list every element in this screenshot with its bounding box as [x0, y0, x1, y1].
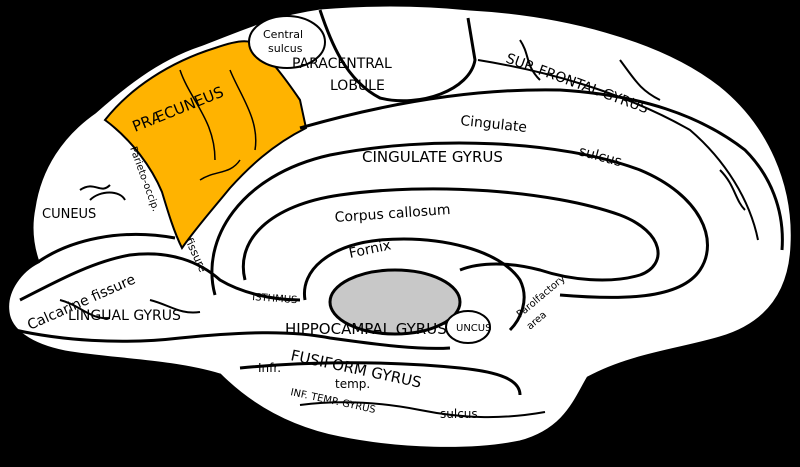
paracentral-label-2: LOBULE — [330, 78, 385, 94]
lingual-gyrus-label: LINGUAL GYRUS — [68, 308, 181, 324]
lingual-lower-line — [14, 328, 451, 350]
cingulate-sulcus-label-1: Cingulate — [460, 113, 528, 136]
central-sulcus-label-2: sulcus — [268, 42, 303, 55]
sulcus-bottom-label: sulcus — [440, 407, 478, 421]
uncus-label: UNCUS — [456, 323, 491, 334]
paracentral-label-1: PARACENTRAL — [292, 56, 392, 72]
calcarine-fissure-line — [19, 252, 301, 302]
precuneus-sulci — [179, 69, 257, 181]
uncus-region — [445, 310, 491, 344]
frontal-sulci — [519, 39, 746, 211]
cingulate-gyrus-outline — [210, 141, 709, 299]
infr-label: Infr. — [258, 361, 281, 375]
cuneus-boundary — [37, 232, 176, 264]
isthmus-label: ISTHMUS — [252, 292, 298, 306]
thalamus-region — [328, 268, 462, 336]
fornix-outline — [302, 237, 526, 332]
central-sulcus-label-1: Central — [263, 28, 303, 41]
corpus-callosum-outline — [241, 187, 660, 282]
central-sulcus-region — [248, 15, 326, 69]
hippocampal-gyrus-label: HIPPOCAMPAL GYRUS — [285, 320, 447, 338]
temp-label: temp. — [335, 377, 370, 391]
paracentral-boundary — [318, 9, 477, 103]
cingulate-gyrus-label: CINGULATE GYRUS — [362, 148, 503, 166]
inf-temp-sulcus-line — [299, 401, 546, 419]
cuneus-sulci — [79, 184, 126, 201]
cuneus-label: CUNEUS — [42, 207, 96, 222]
lingual-sulci — [59, 299, 201, 320]
precuneus-region — [103, 40, 308, 250]
collateral-sulcus-line — [239, 361, 522, 396]
